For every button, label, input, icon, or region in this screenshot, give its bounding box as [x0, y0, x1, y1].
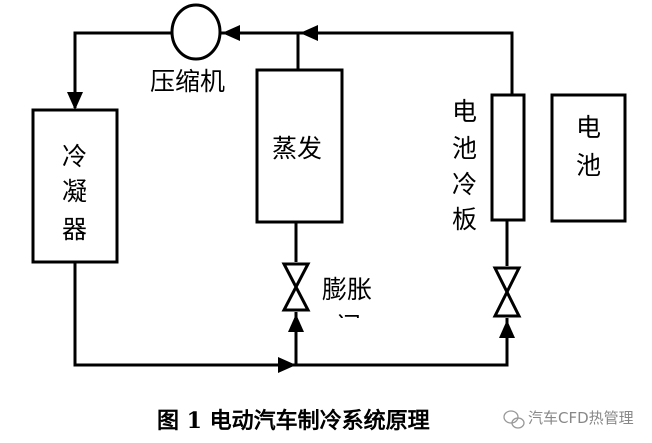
expansion-valve-label: 膨胀 [322, 275, 372, 304]
expansion-valve-right [492, 266, 522, 318]
battery-box [550, 93, 627, 223]
arrow-junction-left [300, 25, 318, 41]
condenser-label-3: 器 [62, 215, 87, 244]
cold-plate-label-1: 电 [452, 97, 477, 126]
arrow-condenser-in [67, 92, 83, 110]
cold-plate-label-2: 池 [452, 134, 477, 163]
pipe-top-left [73, 31, 172, 108]
compressor-symbol [170, 3, 222, 61]
wechat-icon [503, 410, 525, 429]
arrow-valve-left-up [288, 314, 304, 332]
battery-label-1: 电 [576, 113, 601, 142]
arrow-valve-right-up [499, 320, 515, 338]
condenser-box [31, 108, 119, 264]
evaporator-label: 蒸发 [272, 134, 322, 163]
evaporator-box [255, 68, 344, 224]
cold-plate-label-4: 板 [452, 205, 477, 234]
compressor-label: 压缩机 [150, 67, 225, 96]
cold-plate-label-3: 冷 [452, 170, 477, 199]
arrow-compressor-in [222, 25, 240, 41]
expansion-valve-left [281, 262, 311, 312]
battery-label-2: 池 [576, 151, 601, 180]
condenser-label-2: 凝 [62, 177, 87, 206]
watermark: 汽车CFD热管理 [528, 409, 634, 427]
battery-cold-plate-box [490, 93, 526, 222]
expansion-valve-label-cut: 阀 [336, 312, 361, 341]
arrow-bottom-right [278, 357, 296, 373]
figure-caption: 图 1 电动汽车制冷系统原理 [157, 408, 430, 434]
condenser-label-1: 冷 [62, 142, 87, 171]
